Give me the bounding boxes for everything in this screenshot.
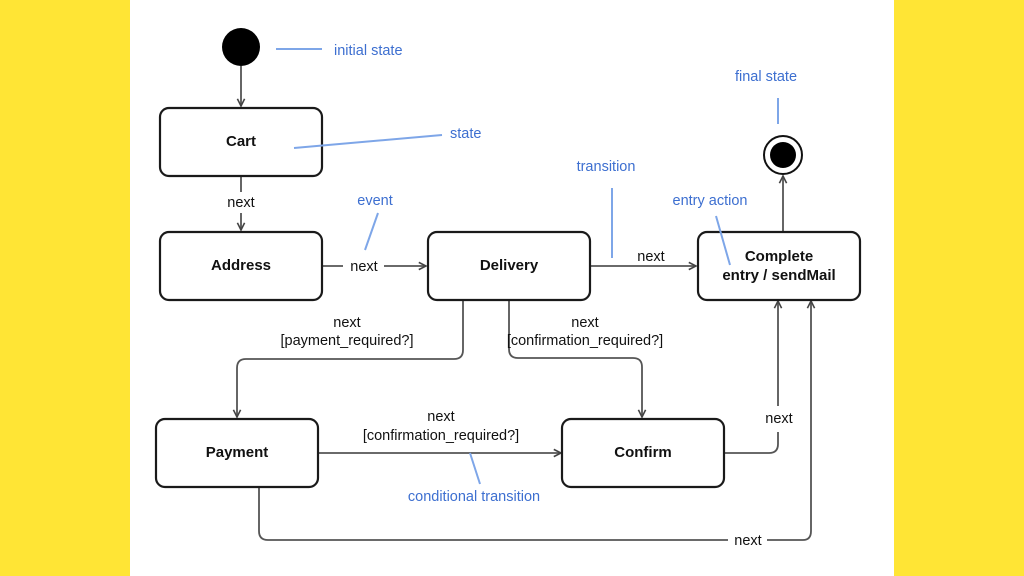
- annotation-entry-action-line: [715, 215, 731, 266]
- label-payment-confirm-event: next: [427, 409, 454, 425]
- state-payment-label: Payment: [206, 444, 269, 461]
- annotation-final-state: final state: [735, 69, 797, 85]
- state-delivery: Delivery: [426, 230, 592, 302]
- label-delivery-confirm-guard: [confirmation_required?]: [507, 333, 663, 349]
- annotation-conditional-transition-line: [469, 452, 481, 485]
- delivery-confirm-edge: [508, 300, 642, 417]
- state-delivery-label: Delivery: [480, 257, 539, 274]
- label-cart-address: next: [227, 195, 254, 211]
- state-complete-label: Complete: [745, 248, 813, 265]
- final-state-node: [763, 135, 803, 175]
- delivery-payment-edge: [237, 300, 464, 417]
- annotation-event: event: [357, 193, 392, 209]
- confirm-complete-edge-lower: [724, 432, 779, 454]
- annotation-transition: transition: [577, 159, 636, 175]
- state-complete: Complete entry / sendMail: [696, 230, 862, 302]
- label-delivery-confirm-event: next: [571, 315, 598, 331]
- label-address-delivery: next: [350, 259, 377, 275]
- state-confirm: Confirm: [560, 417, 726, 489]
- state-cart-label: Cart: [226, 133, 256, 150]
- state-complete-entry-action: entry / sendMail: [722, 267, 835, 284]
- annotation-state: state: [450, 126, 481, 142]
- state-cart: Cart: [158, 106, 324, 178]
- state-payment: Payment: [154, 417, 320, 489]
- annotation-event-line: [364, 212, 379, 251]
- state-address-label: Address: [211, 257, 271, 274]
- label-confirm-complete: next: [765, 411, 792, 427]
- payment-complete-edge-right: [767, 301, 811, 541]
- label-delivery-complete: next: [637, 249, 664, 265]
- state-address: Address: [158, 230, 324, 302]
- annotation-conditional-transition: conditional transition: [408, 489, 540, 505]
- label-payment-confirm-guard: [confirmation_required?]: [363, 428, 519, 444]
- annotation-entry-action: entry action: [673, 193, 748, 209]
- annotation-initial-state: initial state: [334, 43, 403, 59]
- payment-complete-edge-left: [258, 487, 728, 541]
- state-confirm-label: Confirm: [614, 444, 672, 461]
- label-delivery-payment-guard: [payment_required?]: [281, 333, 414, 349]
- initial-state-node: [222, 28, 260, 66]
- label-payment-complete: next: [734, 533, 761, 549]
- annotation-state-line: [293, 134, 443, 149]
- label-delivery-payment-event: next: [333, 315, 360, 331]
